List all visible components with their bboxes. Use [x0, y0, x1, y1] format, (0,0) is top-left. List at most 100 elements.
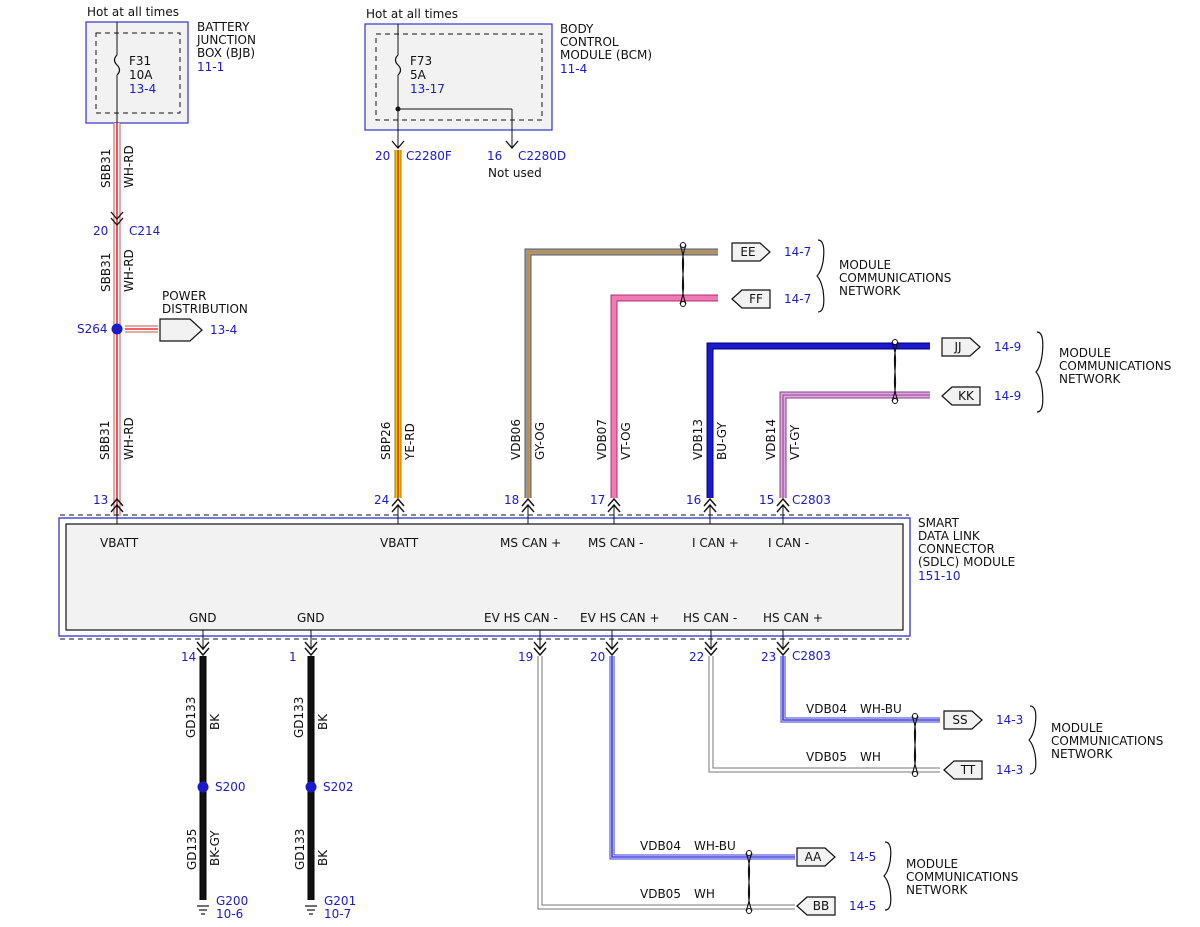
bcm-name-3: MODULE (BCM): [560, 48, 652, 62]
bb-wire-circuit: VDB05: [640, 887, 681, 901]
connector-ss-label: SS: [952, 713, 967, 727]
power-distribution-connector-icon: [159, 318, 203, 342]
bjb-name-2: JUNCTION: [196, 33, 256, 47]
wire-hs-can-plus: [780, 656, 940, 723]
top-pin-17: 17: [590, 493, 605, 507]
bcm-fuse-ref: 13-17: [410, 82, 445, 96]
wire-hs-can-plus-stripe: [782, 656, 940, 721]
bcm-supply-label: Hot at all times: [366, 7, 458, 21]
connector-chevron-icon: [704, 647, 718, 657]
body-control-module: Hot at all times BODY CONTROL MODULE (BC…: [364, 7, 652, 180]
top-wire-color-0: WH-RD: [122, 417, 136, 460]
top-wire-circuit-1: SBP26: [379, 422, 393, 460]
g201-ref: 10-7: [324, 907, 351, 921]
connector-ff-ref: 14-7: [784, 292, 811, 306]
left-column: SBB31 WH-RD 20 C214 SBB31 WH-RD S264 POW…: [77, 145, 248, 342]
top-pin-label-1: VBATT: [380, 536, 419, 550]
twisted-pair-icon: [679, 244, 687, 305]
twisted-pair-icon: [911, 715, 919, 775]
wire-vdb13-base: [707, 343, 930, 498]
fuse-icon: [113, 54, 121, 76]
brace-icon: [1028, 705, 1037, 775]
bottom-wire-circuit-0: GD133: [184, 697, 198, 738]
wire-vdb14: [779, 391, 930, 498]
ground-icon: [197, 905, 209, 915]
top-pin-16: 16: [686, 493, 701, 507]
connector-tt-label: TT: [960, 763, 976, 777]
s200-label: S200: [215, 780, 246, 794]
s200-wire-color: BK-GY: [208, 830, 222, 866]
network-1-line-3: NETWORK: [839, 284, 902, 298]
top-wire-circuit-3: VDB07: [595, 419, 609, 460]
tt-wire-circuit: VDB05: [806, 750, 847, 764]
wire-hs-can-minus-base: [709, 656, 940, 772]
wire-vdb06-base: [525, 249, 718, 498]
sdlc-name-2: DATA LINK: [918, 529, 981, 543]
wire-vdb07: [610, 294, 718, 498]
sdlc-ref: 151-10: [918, 569, 961, 583]
brace-icon: [1035, 331, 1044, 413]
network-4-line-2: COMMUNICATIONS: [906, 870, 1018, 884]
brace-icon: [883, 841, 892, 911]
ss-wire-circuit: VDB04: [806, 702, 847, 716]
top-wire-circuit-5: VDB14: [764, 419, 778, 460]
top-pin-label-4: I CAN +: [692, 536, 739, 550]
sdlc-module: SMART DATA LINK CONNECTOR (SDLC) MODULE …: [58, 493, 1015, 663]
wire-vdb13-edge: [706, 342, 930, 498]
connector-ff-label: FF: [749, 292, 763, 306]
wire-vdb07-base: [611, 295, 718, 498]
bjb-fuse-name: F31: [129, 54, 151, 68]
connector-flag-icon: [941, 386, 981, 406]
bcm-ref: 11-4: [560, 62, 587, 76]
bcm-fuse-name: F73: [410, 54, 432, 68]
connector-bb-ref: 14-5: [849, 899, 876, 913]
network-2-line-2: COMMUNICATIONS: [1059, 359, 1171, 373]
c214-wire-circuit: SBB31: [99, 253, 113, 292]
connector-chevron-icon: [110, 217, 124, 226]
bottom-pin-label-5: HS CAN +: [763, 611, 823, 625]
connector-chevron-icon: [391, 497, 405, 507]
top-wire-circuit-4: VDB13: [691, 419, 705, 460]
ground-splices: S200 GD135 BK-GY G200 10-6 S202 GD133 BK…: [185, 780, 356, 921]
bottom-pin-label-1: GND: [297, 611, 325, 625]
ss-wire-color: WH-BU: [860, 702, 902, 716]
s264-label: S264: [77, 322, 108, 336]
twist-end-icon: [892, 339, 898, 345]
ground-icon: [305, 905, 317, 915]
bcm-pin-16: 16: [487, 149, 502, 163]
connector-chevron-icon: [196, 641, 210, 651]
top-wire-circuit-2: VDB06: [509, 419, 523, 460]
twist-end-icon: [912, 713, 918, 719]
connector-chevron-icon: [391, 140, 405, 149]
top-pin-label-5: I CAN -: [768, 536, 809, 550]
connector-flag-icon: [796, 847, 836, 867]
bottom-pin-19: 19: [518, 650, 533, 664]
connector-chevron-icon: [505, 140, 519, 149]
connector-chevron-icon: [607, 497, 621, 507]
twist-end-icon: [746, 908, 752, 914]
splice-s200: [197, 781, 209, 793]
s202-wire-color: BK: [316, 849, 330, 866]
wire-vdb14-base: [780, 392, 930, 498]
twisted-pair-icon: [891, 341, 899, 402]
network-2-line-1: MODULE: [1059, 346, 1111, 360]
wire-vdb06: [524, 248, 718, 498]
connector-chevron-icon: [304, 641, 318, 651]
connector-ee-label: EE: [740, 245, 755, 259]
brace-icon: [816, 239, 825, 313]
sdlc-bottom-conn: C2803: [792, 649, 831, 663]
network-4-line-3: NETWORK: [906, 883, 969, 897]
connector-chevron-icon: [704, 641, 718, 651]
top-wire-color-4: BU-GY: [715, 422, 729, 460]
bjb-ref: 11-1: [197, 60, 224, 74]
bottom-wire-color-1: BK: [316, 713, 330, 730]
connector-kk-label: KK: [958, 389, 975, 403]
bcm-name-1: BODY: [560, 22, 594, 36]
